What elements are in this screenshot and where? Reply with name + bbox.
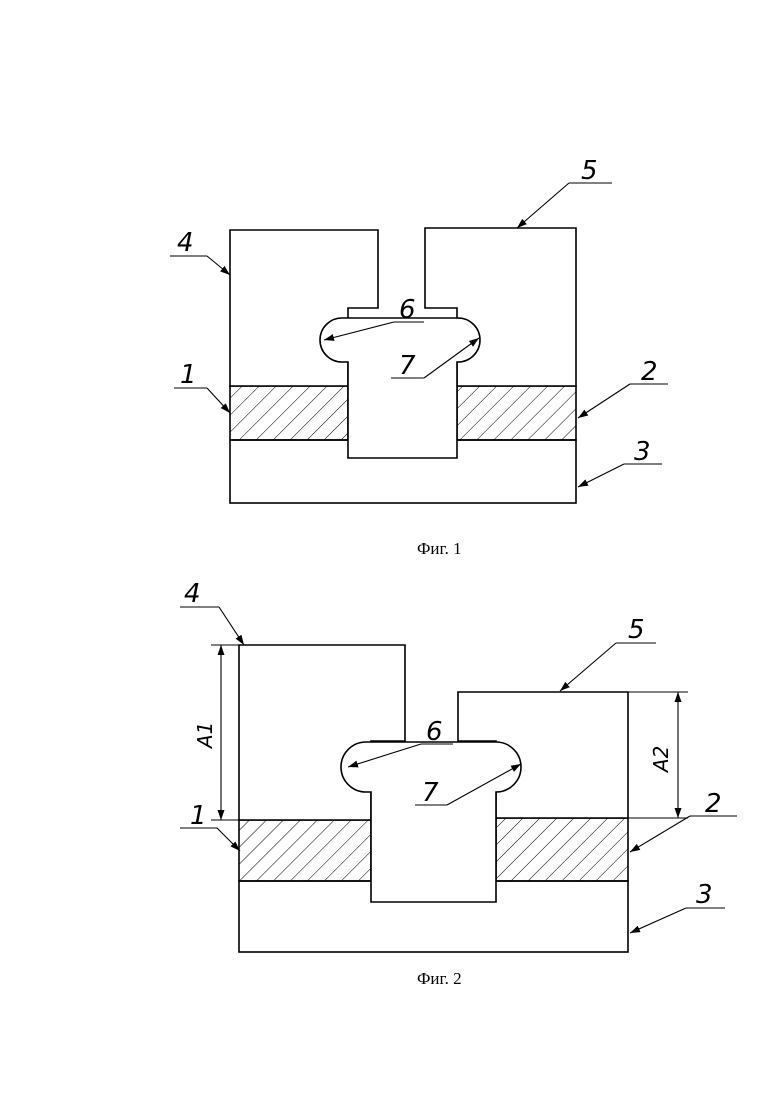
label-1: 1 (190, 801, 207, 831)
leader-3-arrow (578, 464, 624, 487)
label-3: 3 (634, 437, 651, 467)
label-2: 2 (705, 789, 722, 819)
label-7: 7 (399, 351, 416, 381)
figure-2: A1 A2 4 5 6 7 1 2 3 Фиг. 2 (180, 579, 737, 988)
dim-a2-label: A2 (649, 746, 673, 774)
label-3: 3 (696, 880, 713, 910)
figure-2-caption: Фиг. 2 (417, 969, 462, 988)
label-4: 4 (177, 228, 194, 258)
label-4: 4 (184, 579, 201, 609)
part-1-layer-left (230, 386, 348, 440)
label-5: 5 (581, 156, 598, 186)
label-7: 7 (422, 778, 439, 808)
figure-1: 4 5 6 7 1 2 3 Фиг. 1 (170, 156, 668, 558)
leader-3-arrow (630, 908, 686, 933)
part-1-layer-left (239, 820, 371, 881)
label-1: 1 (180, 360, 197, 390)
dim-a1-label: A1 (193, 722, 217, 750)
leader-5-arrow (560, 643, 616, 691)
leader-5-arrow (517, 183, 569, 228)
label-6: 6 (426, 717, 443, 747)
label-6: 6 (399, 295, 416, 325)
part-2-layer-right (496, 818, 628, 881)
label-2: 2 (641, 357, 658, 387)
label-5: 5 (628, 615, 645, 645)
leader-2-arrow (578, 384, 630, 418)
leader-4-arrow (219, 607, 244, 645)
part-2-layer-right (457, 386, 576, 440)
leader-4-arrow (207, 256, 230, 275)
figure-1-caption: Фиг. 1 (417, 539, 462, 558)
leader-2-arrow (630, 816, 690, 852)
leader-1-arrow (217, 828, 240, 851)
leader-1-arrow (207, 388, 230, 413)
